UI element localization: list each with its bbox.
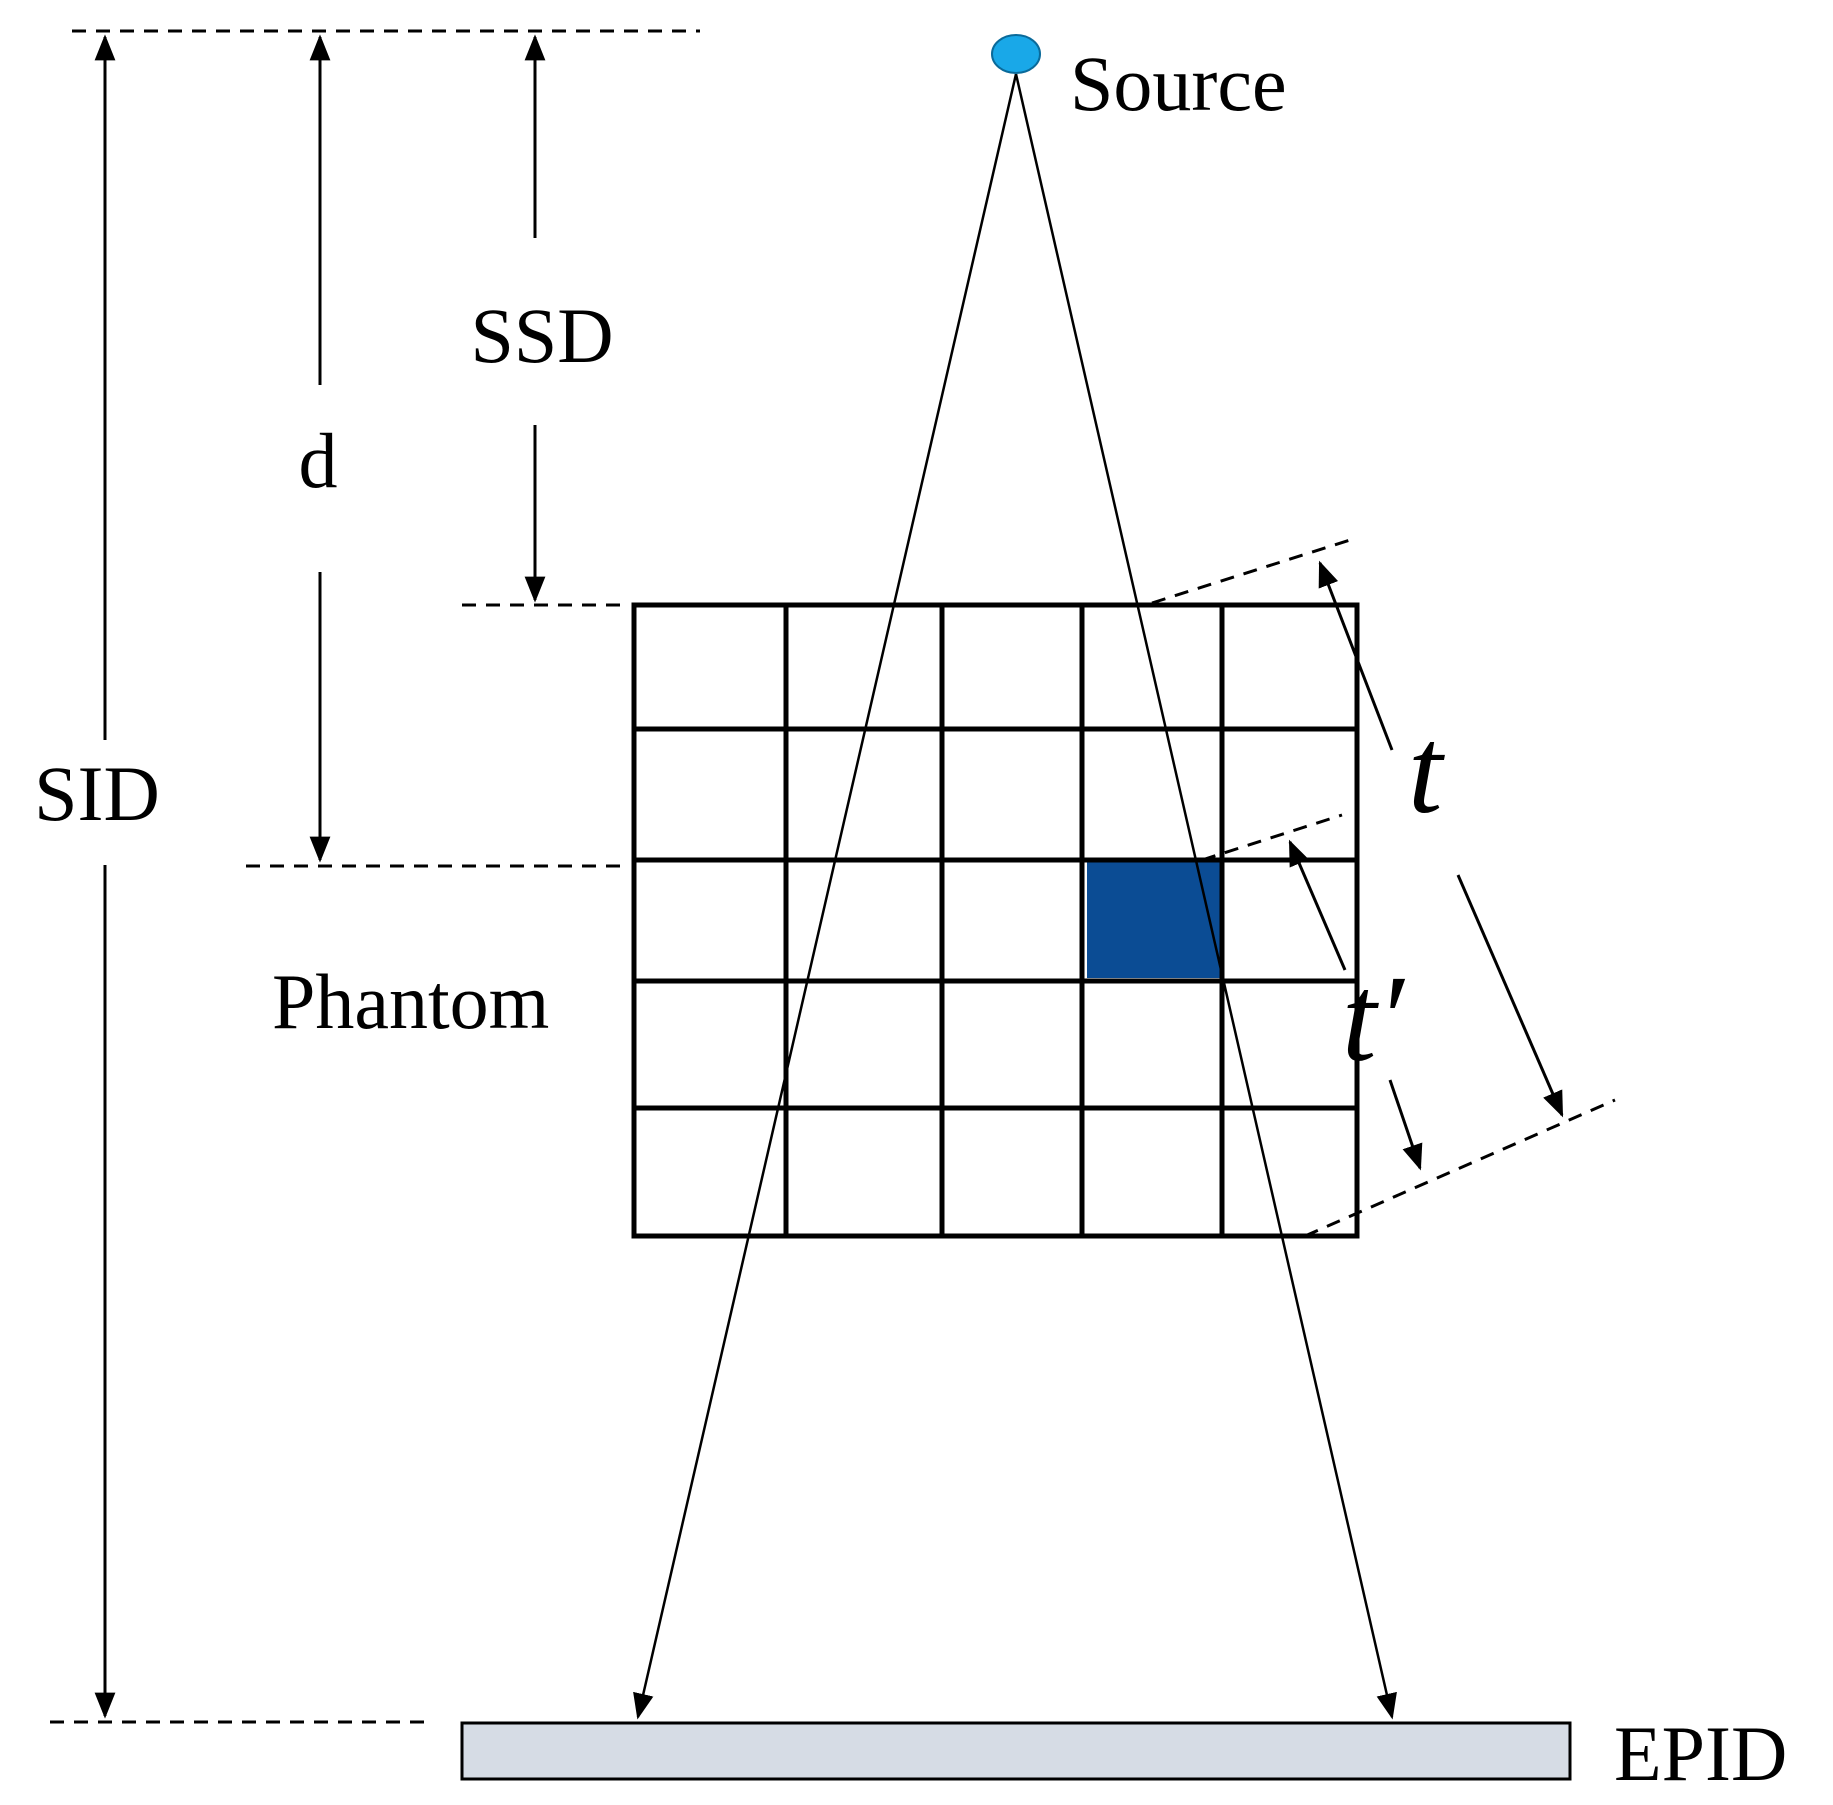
d-label: d — [299, 417, 338, 504]
sid-dimension: SID — [34, 34, 160, 1719]
left-beam-ray — [633, 73, 1018, 1720]
epid-label: EPID — [1614, 1710, 1787, 1797]
right-beam-ray — [1014, 73, 1397, 1720]
t-prime-upper-boundary — [1201, 813, 1343, 862]
epid-detector — [460, 1721, 1572, 1781]
t-prime-dimension: t′ — [1288, 839, 1423, 1171]
d-dimension: d — [299, 34, 338, 863]
source-point — [991, 34, 1041, 74]
highlighted-voxel — [1087, 860, 1222, 978]
t-label: t — [1408, 702, 1445, 839]
t-upper-boundary — [1151, 538, 1351, 605]
sid-label: SID — [34, 750, 160, 837]
ssd-label: SSD — [470, 292, 613, 379]
t-dimension: t — [1318, 560, 1564, 1118]
phantom-grid — [631, 602, 1360, 1239]
ssd-dimension: SSD — [470, 34, 614, 603]
t-lower-boundary — [1304, 1098, 1616, 1238]
phantom-label: Phantom — [272, 958, 549, 1045]
source-label: Source — [1070, 40, 1287, 127]
t-prime-label: t′ — [1342, 950, 1405, 1087]
